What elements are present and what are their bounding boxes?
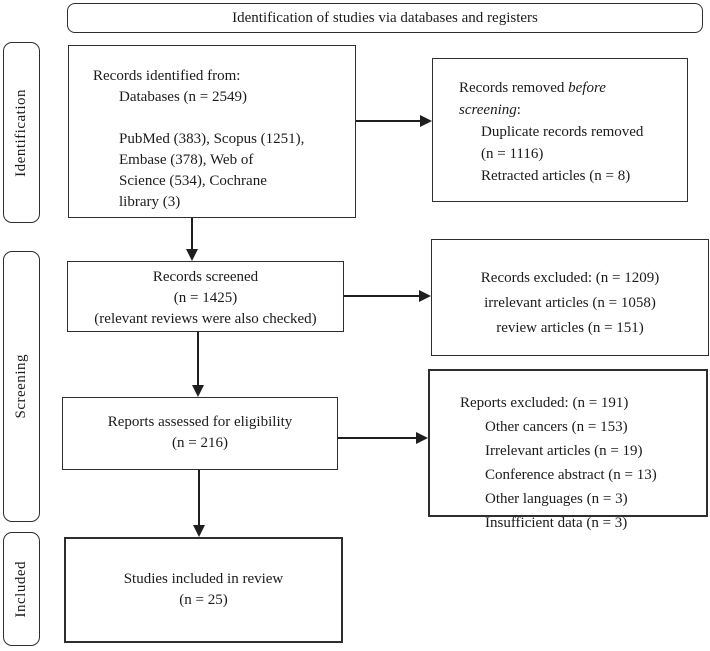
records-identified-line: Databases (n = 2549) <box>119 89 248 105</box>
stage-label-screening-text: Screening <box>13 354 29 419</box>
records-removed-item: Retracted articles (n = 8) <box>481 168 631 184</box>
arrow-identified-to-removed-line <box>356 120 421 122</box>
reports-excluded-item: Conference abstract (n = 13) <box>485 467 657 483</box>
records-removed-title-normal: Records removed <box>459 80 569 96</box>
records-removed-title-italic: before <box>568 80 606 96</box>
stage-label-identification: Identification <box>3 42 40 223</box>
arrow-right-icon <box>419 290 431 302</box>
reports-excluded-item: Irrelevant articles (n = 19) <box>485 443 643 459</box>
records-removed-item: Duplicate records removed <box>481 124 644 140</box>
banner-header: Identification of studies via databases … <box>67 3 703 33</box>
arrow-down-icon <box>193 525 205 537</box>
records-removed-item-count: (n = 1116) <box>481 146 544 162</box>
arrow-eligibility-to-included-line <box>198 470 200 526</box>
arrow-identified-to-screened-line <box>191 218 193 252</box>
records-identified-line: Records identified from: <box>93 68 241 84</box>
records-removed-title-line2: screening: <box>459 99 681 121</box>
records-identified-line: Science (534), Cochrane <box>119 173 267 189</box>
reports-excluded-item: Other cancers (n = 153) <box>485 419 628 435</box>
reports-excluded-header: Reports excluded: (n = 191) <box>460 395 629 411</box>
records-excluded-line: review articles (n = 151) <box>496 320 644 336</box>
box-records-identified: Records identified from: Databases (n = … <box>68 45 356 218</box>
reports-assessed-count: (n = 216) <box>172 435 228 451</box>
records-identified-line: Embase (378), Web of <box>119 152 254 168</box>
arrow-right-icon <box>420 115 432 127</box>
records-removed-title-line1: Records removed before <box>459 77 681 99</box>
stage-label-identification-text: Identification <box>13 88 29 177</box>
reports-excluded-item: Insufficient data (n = 3) <box>485 515 628 531</box>
arrow-eligibility-to-reports-excluded-line <box>338 437 417 439</box>
box-reports-assessed: Reports assessed for eligibility (n = 21… <box>62 397 338 470</box>
records-screened-note: (relevant reviews were also checked) <box>94 311 317 327</box>
records-screened-line: Records screened <box>152 269 259 285</box>
records-screened-count: (n = 1425) <box>173 290 238 306</box>
stage-label-included-text: Included <box>13 560 29 618</box>
reports-excluded-item: Other languages (n = 3) <box>485 491 628 507</box>
studies-included-line: Studies included in review <box>123 571 284 587</box>
stage-label-screening: Screening <box>3 251 40 522</box>
arrow-down-icon <box>186 249 198 261</box>
stage-label-included: Included <box>3 532 40 646</box>
box-records-screened: Records screened (n = 1425) (relevant re… <box>67 261 344 332</box>
records-removed-title-colon: : <box>516 102 521 118</box>
studies-included-count: (n = 25) <box>179 592 228 608</box>
arrow-screened-to-eligibility-line <box>197 332 199 387</box>
arrow-screened-to-excluded-line <box>344 295 420 297</box>
records-identified-line: PubMed (383), Scopus (1251), <box>119 131 305 147</box>
arrow-down-icon <box>192 385 204 397</box>
box-records-removed: Records removed before screening: Duplic… <box>432 58 688 202</box>
banner-title: Identification of studies via databases … <box>232 9 538 26</box>
records-excluded-line: irrelevant articles (n = 1058) <box>484 295 656 311</box>
records-identified-blank-line <box>93 108 347 129</box>
arrow-right-icon <box>416 432 428 444</box>
records-removed-title-italic2: screening <box>459 102 517 118</box>
box-records-excluded: Records excluded: (n = 1209) irrelevant … <box>431 239 709 356</box>
records-identified-line: library (3) <box>119 194 181 210</box>
box-studies-included: Studies included in review (n = 25) <box>64 537 343 643</box>
box-reports-excluded: Reports excluded: (n = 191) Other cancer… <box>428 369 708 531</box>
records-excluded-line: Records excluded: (n = 1209) <box>480 270 660 286</box>
reports-assessed-line: Reports assessed for eligibility <box>107 414 293 430</box>
